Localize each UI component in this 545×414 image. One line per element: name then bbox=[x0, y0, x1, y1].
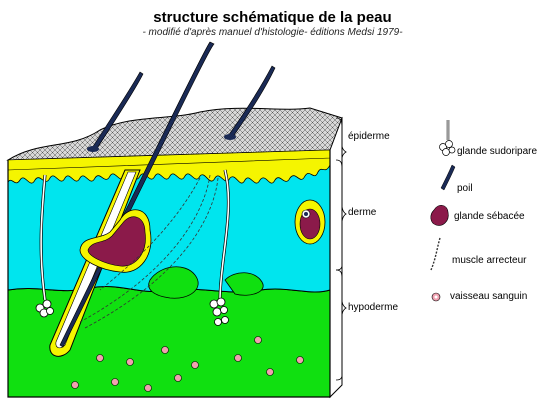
layer-label-epiderme: épiderme bbox=[348, 131, 390, 142]
diagram-title: structure schématique de la peau bbox=[153, 9, 392, 26]
follicle-cross-section bbox=[294, 199, 326, 245]
layer-label-hypoderme: hypoderme bbox=[348, 302, 399, 313]
sweat-gland-icon bbox=[439, 120, 456, 156]
blood-vessels bbox=[71, 336, 304, 392]
arrector-muscle bbox=[79, 174, 211, 323]
fat-lobule bbox=[148, 266, 199, 299]
legend-label-glande-sebacee: glande sébacée bbox=[454, 211, 525, 222]
legend-label-glande-sudoripare: glande sudoripare bbox=[457, 146, 538, 157]
layer-braces bbox=[335, 117, 347, 381]
blood-vessel-icon bbox=[431, 292, 441, 302]
legend-label-vaisseau-sanguin: vaisseau sanguin bbox=[450, 291, 528, 302]
hair-icon bbox=[440, 164, 456, 191]
arrector-muscle bbox=[84, 177, 219, 329]
layer-label-derme: derme bbox=[348, 207, 377, 218]
legend-label-muscle-arrecteur: muscle arrecteur bbox=[452, 255, 527, 266]
diagram-subtitle: - modifié d'après manuel d'histologie- é… bbox=[142, 27, 403, 38]
legend-label-poil: poil bbox=[457, 183, 473, 194]
sebaceous-gland-icon bbox=[430, 205, 449, 226]
arrector-muscle bbox=[99, 177, 201, 291]
sebaceous-gland-core bbox=[87, 216, 146, 267]
arrector-muscle-icon bbox=[430, 237, 441, 271]
fat-lobule bbox=[224, 272, 264, 296]
main-hair-shaft bbox=[59, 41, 215, 348]
sweat-gland-coil bbox=[35, 299, 54, 318]
sweat-gland-coil bbox=[209, 297, 229, 326]
